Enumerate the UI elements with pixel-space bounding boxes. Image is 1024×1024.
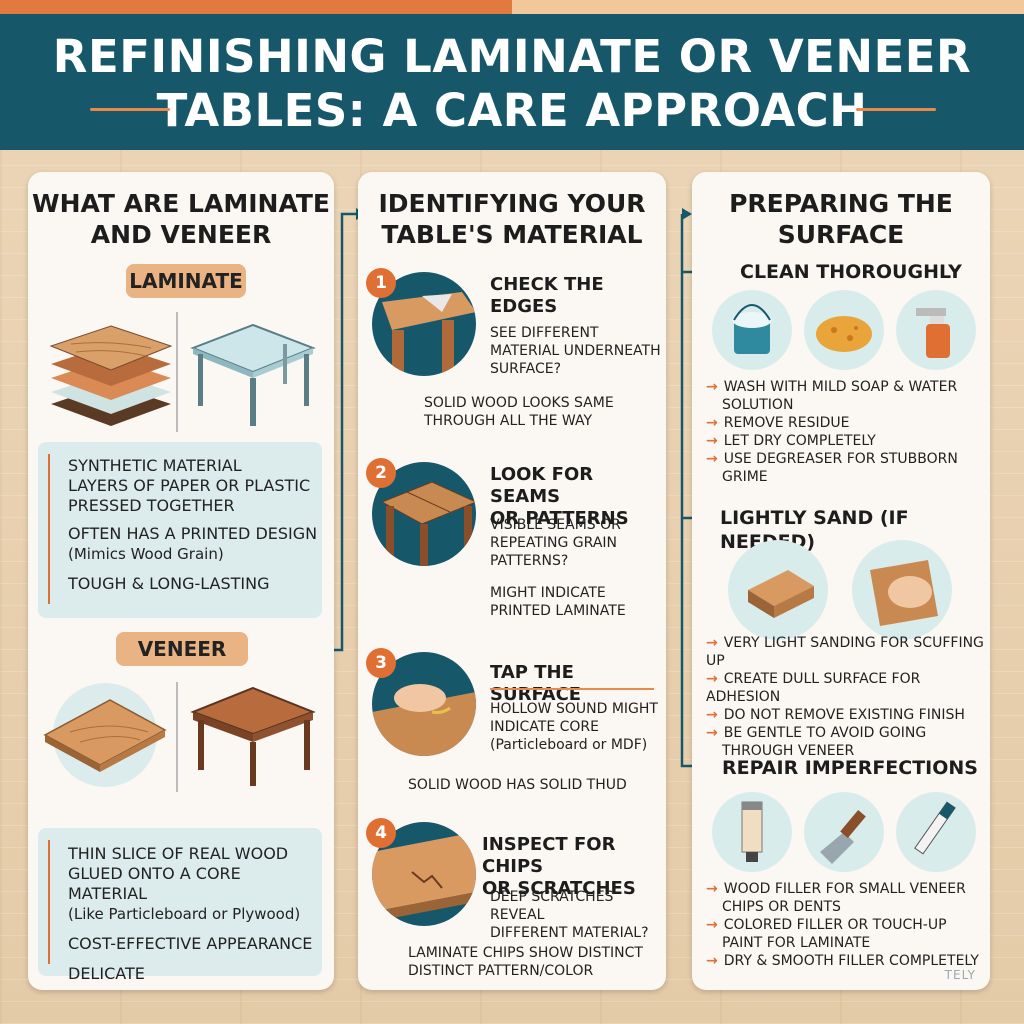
- step4-illustration: [372, 822, 476, 926]
- list-item: →BE GENTLE TO AVOID GOING: [706, 725, 927, 741]
- list-item: →DO NOT REMOVE EXISTING FINISH: [706, 707, 965, 723]
- list-item: PRESSED TOGETHER: [68, 496, 235, 515]
- list-item: SYNTHETIC MATERIAL: [68, 456, 242, 475]
- sanding-block-icon: [728, 540, 828, 640]
- repair-points: →WOOD FILLER FOR SMALL VENEER CHIPS OR D…: [706, 880, 979, 970]
- list-item: TOUGH & LONG-LASTING: [68, 574, 270, 593]
- list-item: →WOOD FILLER FOR SMALL VENEER: [706, 881, 966, 897]
- step3-rule: [490, 688, 654, 690]
- list-item: →USE DEGREASER FOR STUBBORN: [706, 451, 958, 467]
- spray-bottle-icon: [896, 290, 976, 370]
- title-rule-right: [856, 108, 936, 111]
- list-item: →WASH WITH MILD SOAP & WATER: [706, 379, 958, 395]
- clean-points: →WASH WITH MILD SOAP & WATER SOLUTION →R…: [706, 378, 958, 486]
- list-item: (Like Particleboard or Plywood): [68, 905, 301, 923]
- list-item: →CREATE DULL SURFACE FOR ADHESION: [706, 671, 921, 705]
- laminate-info-box: SYNTHETIC MATERIAL LAYERS OF PAPER OR PL…: [38, 442, 322, 618]
- sand-points: →VERY LIGHT SANDING FOR SCUFFING UP →CRE…: [706, 634, 990, 760]
- list-item: GLUED ONTO A CORE MATERIAL: [68, 864, 241, 903]
- list-item: THROUGH VENEER: [722, 743, 855, 759]
- sandpaper-hand-icon: [852, 540, 952, 640]
- list-item: GRIME: [722, 469, 768, 485]
- clean-title: CLEAN THOROUGHLY: [740, 261, 962, 283]
- step3-note: SOLID WOOD HAS SOLID THUD: [408, 777, 627, 793]
- list-item: PAINT FOR LAMINATE: [722, 935, 871, 951]
- sponge-icon: [804, 290, 884, 370]
- list-item: →DRY & SMOOTH FILLER COMPLETELY: [706, 953, 979, 969]
- laminate-layers-icon: [49, 325, 173, 426]
- step4-number: 4: [366, 818, 396, 848]
- veneer-points: THIN SLICE OF REAL WOOD GLUED ONTO A COR…: [68, 844, 322, 984]
- list-item: →COLORED FILLER OR TOUCH-UP: [706, 917, 947, 933]
- top-color-bar: [0, 0, 1024, 14]
- step2-number: 2: [366, 458, 396, 488]
- list-item: →LET DRY COMPLETELY: [706, 433, 876, 449]
- list-item: SOLUTION: [722, 397, 794, 413]
- divider: [176, 312, 178, 432]
- watermark: TELY: [944, 968, 976, 982]
- step1-number: 1: [366, 268, 396, 298]
- laminate-label: LAMINATE: [126, 264, 246, 298]
- list-item: COST-EFFECTIVE APPEARANCE: [68, 934, 313, 953]
- divider: [176, 682, 178, 792]
- bucket-icon: [712, 290, 792, 370]
- list-item: DELICATE: [68, 964, 145, 983]
- veneer-info-box: THIN SLICE OF REAL WOOD GLUED ONTO A COR…: [38, 828, 322, 983]
- veneer-label: VENEER: [116, 632, 248, 666]
- list-item: OFTEN HAS A PRINTED DESIGN: [68, 524, 318, 543]
- list-item: CHIPS OR DENTS: [722, 899, 841, 915]
- title-rule-left: [90, 108, 170, 111]
- list-item: LAYERS OF PAPER OR PLASTIC: [68, 476, 311, 495]
- list-item: (Mimics Wood Grain): [68, 545, 224, 563]
- list-item: THIN SLICE OF REAL WOOD: [68, 844, 289, 863]
- touch-up-pen-icon: [896, 792, 976, 872]
- step3-number: 3: [366, 648, 396, 678]
- putty-knife-icon: [804, 792, 884, 872]
- veneer-sheet-icon: [43, 683, 167, 787]
- filler-tube-icon: [712, 792, 792, 872]
- repair-title: REPAIR IMPERFECTIONS: [722, 757, 978, 779]
- list-item: →REMOVE RESIDUE: [706, 415, 850, 431]
- laminate-points: SYNTHETIC MATERIAL LAYERS OF PAPER OR PL…: [68, 456, 317, 594]
- list-item: →VERY LIGHT SANDING FOR SCUFFING UP: [706, 635, 984, 669]
- veneer-table-icon: [190, 686, 316, 786]
- laminate-table-icon: [190, 323, 316, 426]
